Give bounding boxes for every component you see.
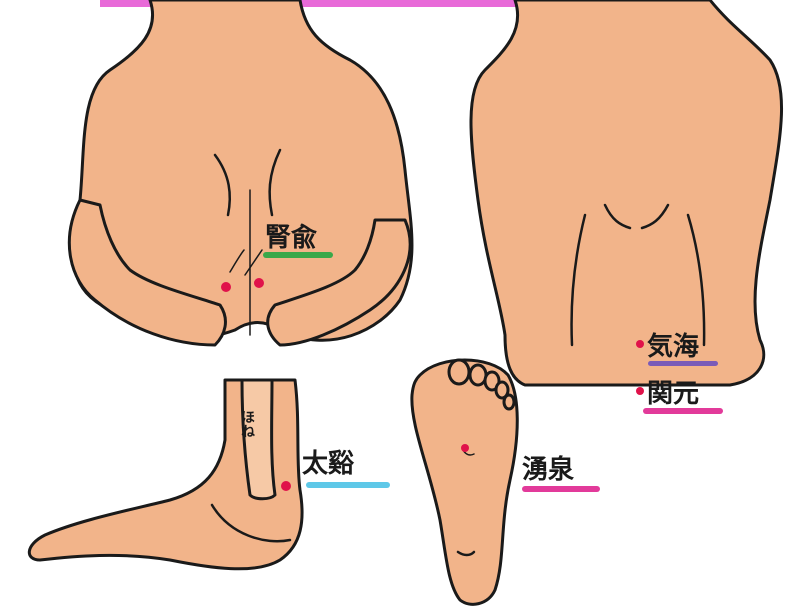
guanyuan-underline [643, 408, 723, 414]
shenshu-point-right [254, 278, 264, 288]
yongquan-point [461, 444, 469, 452]
guanyuan-label: 関元 [647, 379, 699, 409]
bone-label: ほね [239, 410, 255, 438]
taixi-point [281, 481, 291, 491]
back-figure [69, 0, 412, 345]
guanyuan-point [636, 387, 644, 395]
qihai-point [636, 340, 644, 348]
shenshu-point-left [221, 282, 231, 292]
shenshu-underline [263, 252, 333, 258]
qihai-label: 気海 [647, 331, 699, 362]
taixi-label: 太谿 [302, 449, 355, 479]
qihai-underline [648, 361, 718, 366]
sole-figure [412, 360, 517, 604]
torso-figure [471, 0, 782, 385]
shenshu-label: 腎兪 [265, 223, 317, 253]
ankle-foot-figure [29, 380, 302, 569]
taixi-underline [306, 482, 390, 488]
yongquan-label: 湧泉 [522, 454, 575, 485]
yongquan-underline [522, 486, 600, 492]
